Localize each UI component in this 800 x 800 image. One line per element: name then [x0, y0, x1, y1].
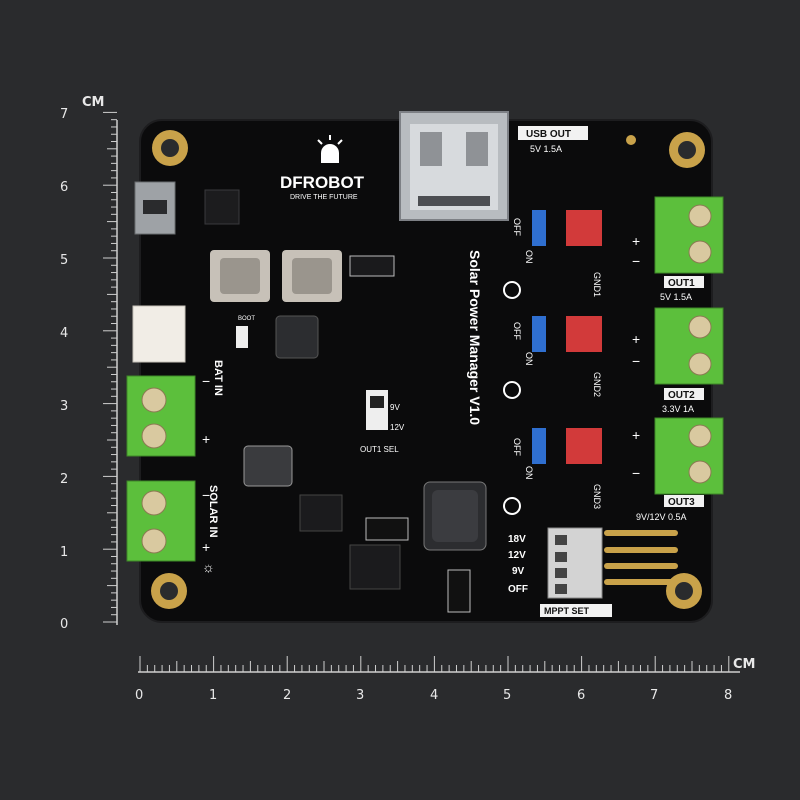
- gnd3-label: GND3: [592, 484, 602, 509]
- plus-sign: +: [202, 431, 210, 447]
- out1-terminal: [654, 196, 724, 274]
- plus-sign: +: [202, 539, 210, 555]
- minus-sign: −: [202, 373, 210, 389]
- sun-icon: ☼: [202, 559, 215, 575]
- bottom-tick-label: 6: [577, 688, 585, 703]
- left-tick-label: 3: [60, 399, 68, 414]
- bottom-ruler-unit: CM: [733, 657, 755, 672]
- mppt-set-label: MPPT SET: [544, 606, 590, 616]
- out1-spec: 5V 1.5A: [660, 292, 692, 302]
- bottom-tick-label: 4: [430, 688, 438, 703]
- out3-label: OUT3: [668, 497, 695, 508]
- bottom-tick-label: 7: [650, 688, 658, 703]
- mounting-hole: [151, 573, 187, 609]
- gnd2-label: GND2: [592, 372, 602, 397]
- mppt-option-label: 9V: [512, 566, 525, 577]
- bat-in-terminal: [126, 375, 196, 457]
- out1-headers: OFF ON GND1: [503, 210, 602, 299]
- usb-out-spec: 5V 1.5A: [530, 144, 562, 154]
- out2-terminal: [654, 307, 724, 385]
- out1-sel-label: OUT1 SEL: [360, 445, 399, 454]
- gnd1-label: GND1: [592, 272, 602, 297]
- brand-tagline: DRIVE THE FUTURE: [290, 194, 358, 201]
- bottom-tick-label: 2: [283, 688, 291, 703]
- minus-sign: −: [632, 253, 640, 269]
- bottom-ruler: CM 0 1 2 3 4 5 6 7 8: [135, 656, 755, 703]
- out3-spec: 9V/12V 0.5A: [636, 512, 687, 522]
- minus-sign: −: [202, 487, 210, 503]
- board-title: Solar Power Manager V1.0: [467, 250, 483, 425]
- left-tick-label: 5: [60, 253, 68, 268]
- brand-name: DFROBOT: [280, 173, 365, 192]
- switch-off-label: OFF: [512, 438, 522, 456]
- left-ruler: CM 7 6 5 4 3 2 1 0: [60, 95, 118, 632]
- ic-chip: [275, 315, 319, 359]
- mounting-hole: [152, 130, 188, 166]
- switch-off-label: OFF: [512, 322, 522, 340]
- out1-label: OUT1: [668, 278, 695, 289]
- usb-port: [399, 111, 509, 221]
- bottom-tick-label: 3: [356, 688, 364, 703]
- left-tick-label: 7: [60, 107, 68, 122]
- bottom-tick-label: 1: [209, 688, 217, 703]
- bottom-tick-label: 5: [503, 688, 511, 703]
- sel-9v-label: 9V: [390, 403, 400, 412]
- left-tick-label: 1: [60, 545, 68, 560]
- out2-label: OUT2: [668, 390, 695, 401]
- minus-sign: −: [632, 353, 640, 369]
- solar-in-label: SOLAR IN: [207, 485, 219, 538]
- switch-on-label: ON: [524, 466, 534, 480]
- out2-headers: OFF ON GND2: [503, 316, 602, 399]
- out2-spec: 3.3V 1A: [662, 404, 694, 414]
- bottom-tick-label: 0: [135, 688, 143, 703]
- minus-sign: −: [632, 465, 640, 481]
- switch-on-label: ON: [524, 352, 534, 366]
- bottom-tick-label: 8: [724, 688, 732, 703]
- dfrobot-logo: DFROBOT DRIVE THE FUTURE: [280, 135, 365, 201]
- left-tick-label: 2: [60, 472, 68, 487]
- sel-12v-label: 12V: [390, 423, 405, 432]
- plus-sign: +: [632, 233, 640, 249]
- jst-connector: [132, 305, 186, 363]
- left-tick-label: 4: [60, 326, 68, 341]
- mppt-option-label: 18V: [508, 534, 526, 545]
- out3-headers: OFF ON GND3: [503, 428, 602, 515]
- left-tick-label: 0: [60, 617, 68, 632]
- left-ruler-unit: CM: [82, 95, 104, 110]
- pcb-board: DFROBOT DRIVE THE FUTURE USB OUT 5V 1.5A…: [126, 111, 724, 623]
- usb-out-label: USB OUT: [526, 129, 571, 140]
- mppt-option-label: 12V: [508, 550, 526, 561]
- mounting-hole: [669, 132, 705, 168]
- mppt-option-label: OFF: [508, 584, 528, 595]
- out3-terminal: [654, 417, 724, 495]
- bat-in-label: BAT IN: [212, 360, 224, 396]
- left-tick-label: 6: [60, 180, 68, 195]
- solar-in-terminal: [126, 480, 196, 562]
- plus-sign: +: [632, 427, 640, 443]
- mounting-hole: [666, 573, 702, 609]
- switch-on-label: ON: [524, 250, 534, 264]
- plus-sign: +: [632, 331, 640, 347]
- boot-label: BOOT: [238, 316, 255, 322]
- switch-off-label: OFF: [512, 218, 522, 236]
